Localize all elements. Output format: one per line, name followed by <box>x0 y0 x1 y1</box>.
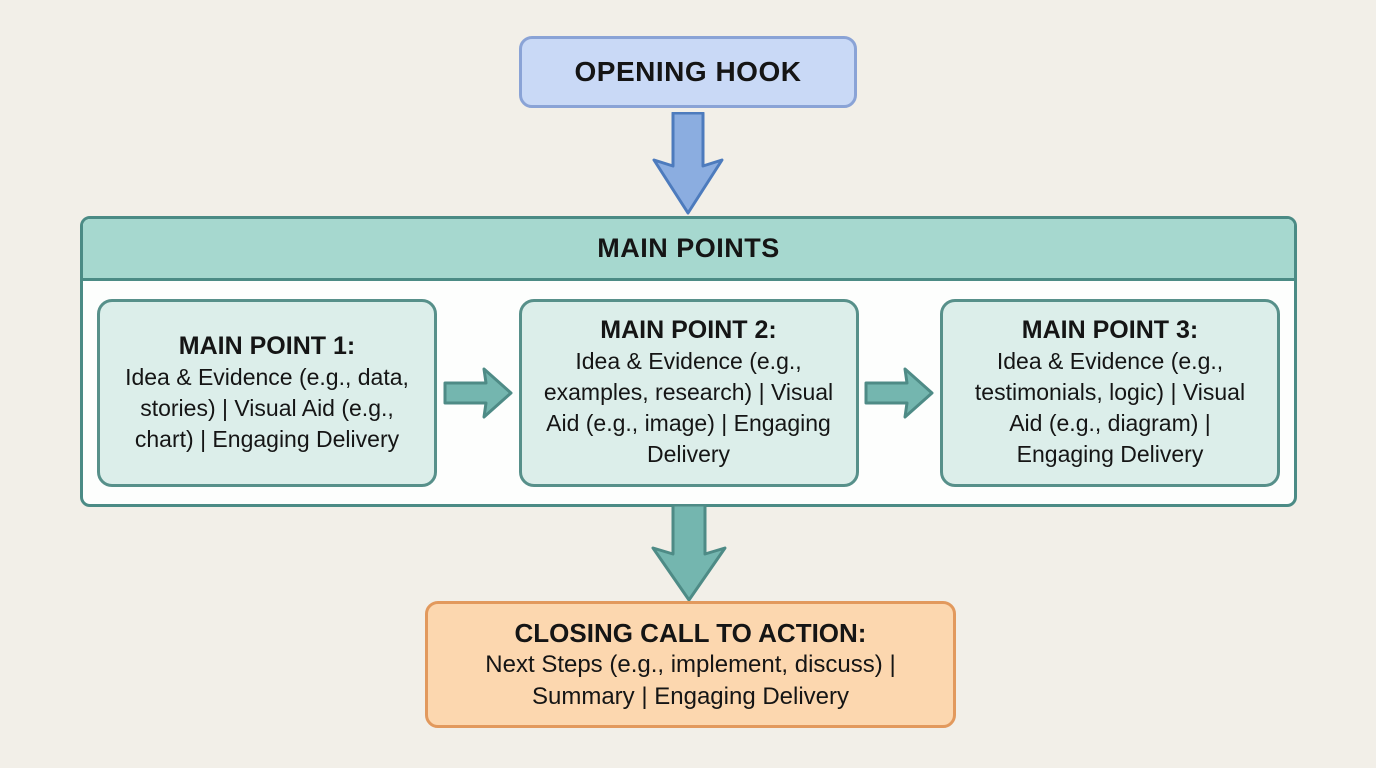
opening-hook-label: OPENING HOOK <box>574 56 802 87</box>
closing-cta-box: CLOSING CALL TO ACTION: Next Steps (e.g.… <box>425 601 956 728</box>
main-point-3-body: Idea & Evidence (e.g., testimonials, log… <box>974 348 1246 467</box>
main-point-2-title: MAIN POINT 2: <box>600 316 777 344</box>
main-points-title: MAIN POINTS <box>597 233 780 263</box>
main-points-container: MAIN POINTS MAIN POINT 1: Idea & Evidenc… <box>80 216 1297 507</box>
main-point-1-box: MAIN POINT 1: Idea & Evidence (e.g., dat… <box>97 298 437 487</box>
arrow-right-icon <box>864 367 934 418</box>
arrow-down-icon <box>648 503 728 608</box>
arrow-down-glyph <box>651 503 727 602</box>
arrow-down-glyph <box>652 111 724 215</box>
arrow-down-icon <box>650 111 726 221</box>
arrow-right-icon <box>443 367 513 418</box>
main-points-body: MAIN POINT 1: Idea & Evidence (e.g., dat… <box>83 281 1294 504</box>
closing-cta-body: Next Steps (e.g., implement, discuss) | … <box>485 650 896 710</box>
closing-cta-title: CLOSING CALL TO ACTION: <box>514 617 867 648</box>
main-points-header: MAIN POINTS <box>83 219 1294 281</box>
main-point-1-title: MAIN POINT 1: <box>178 331 356 360</box>
main-point-3-box: MAIN POINT 3: Idea & Evidence (e.g., tes… <box>940 298 1280 487</box>
main-point-1-body: Idea & Evidence (e.g., data, stories) | … <box>125 363 409 452</box>
main-point-2-box: MAIN POINT 2: Idea & Evidence (e.g., exa… <box>518 298 859 487</box>
main-point-2-body: Idea & Evidence (e.g., examples, researc… <box>543 348 834 467</box>
main-point-3-title: MAIN POINT 3: <box>1021 316 1199 344</box>
opening-hook-box: OPENING HOOK <box>519 36 857 108</box>
